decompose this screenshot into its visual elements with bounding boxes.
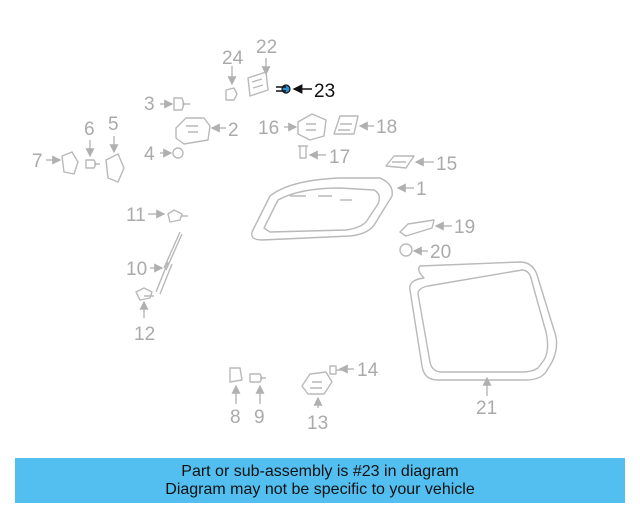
callout-7: 7 — [32, 151, 43, 172]
part-23-bolt — [276, 84, 312, 94]
callout-12: 12 — [134, 324, 155, 345]
callout-14: 14 — [357, 360, 379, 381]
part-15-trim — [385, 155, 434, 169]
banner-line-1: Part or sub-assembly is #23 in diagram — [181, 462, 459, 480]
callout-15: 15 — [436, 154, 457, 175]
callout-1: 1 — [416, 179, 427, 200]
banner-line-2: Diagram may not be specific to your vehi… — [165, 480, 475, 498]
callout-20: 20 — [430, 242, 451, 263]
callout-16: 16 — [258, 118, 279, 139]
callout-11: 11 — [126, 205, 146, 226]
callout-18: 18 — [376, 117, 397, 138]
part-24-clip — [225, 66, 238, 101]
part-21-weatherstrip — [409, 261, 558, 396]
callout-8: 8 — [230, 407, 241, 428]
part-5-cover — [105, 136, 125, 183]
part-12-ball-stud — [135, 287, 154, 318]
part-3-bolt — [160, 97, 190, 111]
part-11-ball-stud — [148, 209, 188, 223]
part-18-bracket — [333, 115, 374, 135]
callout-10: 10 — [126, 259, 147, 280]
part-9-screw — [249, 373, 266, 404]
part-7-handle — [46, 151, 79, 175]
callout-4: 4 — [144, 144, 155, 165]
part-16-latch — [284, 113, 327, 141]
part-17-bolt — [298, 145, 326, 160]
part-14-bolt — [329, 364, 354, 375]
part-19-bumper — [399, 219, 452, 237]
part-4-nut — [160, 147, 184, 159]
callout-13: 13 — [307, 413, 328, 434]
part-1-liftgate-glass — [251, 177, 414, 241]
callout-21: 21 — [476, 398, 497, 419]
callout-9: 9 — [254, 407, 265, 428]
callout-3: 3 — [144, 94, 155, 115]
part-22-plate — [247, 58, 271, 97]
part-2-hinge — [175, 117, 226, 145]
part-10-lift-strut — [150, 231, 183, 295]
part-6-screw — [85, 140, 100, 169]
callout-6: 6 — [84, 119, 95, 140]
callout-17: 17 — [329, 147, 350, 168]
callout-23: 23 — [314, 81, 335, 102]
part-20-nut — [399, 243, 428, 257]
part-8-bumper — [229, 367, 243, 404]
callout-22: 22 — [256, 37, 277, 58]
callout-5: 5 — [108, 114, 119, 135]
info-banner: Part or sub-assembly is #23 in diagram D… — [15, 458, 625, 503]
callout-2: 2 — [228, 120, 239, 141]
callout-19: 19 — [454, 217, 475, 238]
part-13-striker — [301, 371, 333, 408]
callout-24: 24 — [222, 48, 244, 69]
